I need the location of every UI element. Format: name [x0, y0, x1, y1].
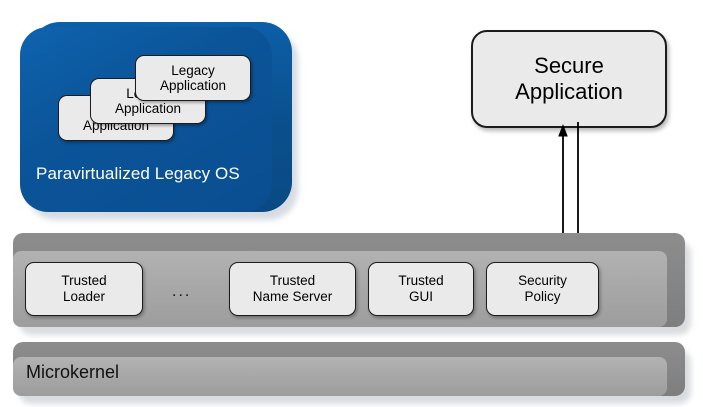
service-label-line1: Trusted — [61, 273, 107, 289]
secure-application-box: Secure Application — [471, 30, 667, 128]
service-box-security-policy[interactable]: Security Policy — [486, 262, 599, 316]
service-label-line2: Policy — [524, 289, 561, 304]
microkernel-bar — [13, 342, 691, 404]
service-box-trusted-loader[interactable]: Trusted Loader — [25, 262, 143, 316]
service-label-line2: Loader — [62, 289, 106, 304]
service-label-line1: Trusted — [269, 273, 316, 289]
service-label-line1: Trusted — [398, 273, 444, 289]
service-label-line1: Security — [518, 273, 567, 289]
service-label-line2: GUI — [408, 289, 433, 304]
service-label-line2: Name Server — [252, 289, 333, 304]
microkernel-label: Microkernel — [26, 362, 120, 382]
legacy-app-line1: Legacy — [171, 62, 215, 78]
microkernel-bar-front-face — [13, 357, 667, 396]
secure-application-line1: Secure — [534, 53, 604, 79]
services-ellipsis: ... — [172, 283, 192, 300]
legacy-application-card-front: Legacy Application — [135, 55, 251, 101]
service-box-trusted-gui[interactable]: Trusted GUI — [368, 262, 474, 316]
legacy-app-line2: Application — [114, 101, 182, 116]
legacy-app-line2: Application — [159, 78, 227, 93]
paravirtualized-legacy-os-label: Paravirtualized Legacy OS — [36, 164, 240, 183]
paravirtualized-legacy-os-box: Legacy Application Legacy Application Le… — [20, 22, 298, 220]
service-box-trusted-name-server[interactable]: Trusted Name Server — [229, 262, 356, 316]
secure-application-line2: Application — [515, 79, 623, 104]
